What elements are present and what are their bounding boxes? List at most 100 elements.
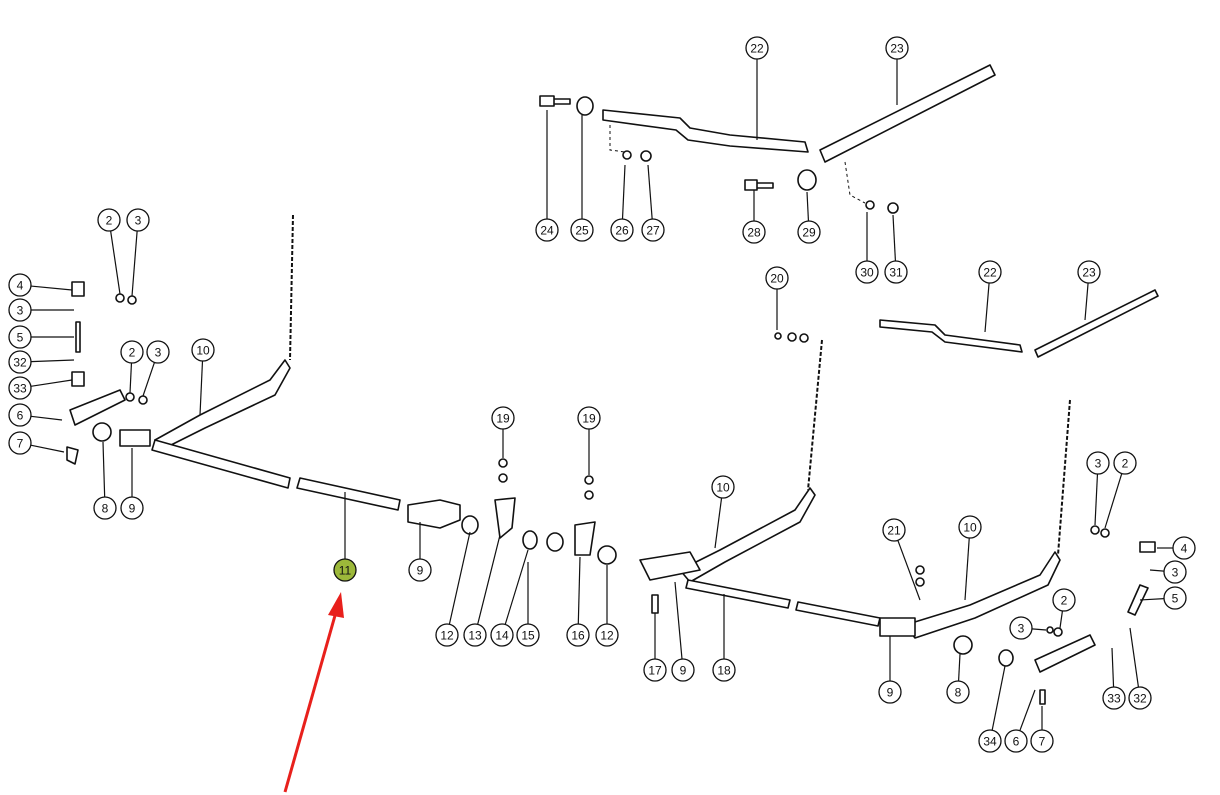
callout-6: 6 [8,403,63,427]
callout-8: 8 [93,441,117,520]
callout-28: 28 [742,190,766,244]
callout-3: 3 [126,208,150,297]
callout-circle [1163,560,1187,584]
callout-label: 4 [17,279,24,293]
callout-9: 9 [671,581,695,682]
callout-circle [463,623,487,647]
callout-3: 3 [142,340,170,397]
leader-line [1111,647,1115,688]
callout-circle [882,518,906,542]
callout-label: 15 [521,629,535,643]
callout-label: 26 [615,224,629,238]
callout-2: 2 [1052,588,1076,629]
callout-label: 18 [717,664,731,678]
callout-label: 23 [890,42,904,56]
callout-label: 5 [17,331,24,345]
parts-drawing [66,64,1159,705]
callout-circle [1113,451,1137,475]
callout-22: 22 [745,36,769,140]
callout-circle [8,350,32,374]
leader-line [647,164,653,220]
leader-line [714,497,723,549]
callout-circle [1009,616,1033,640]
leader-line [129,362,133,394]
callout-circle [566,623,590,647]
frame-10-right [904,551,1061,639]
callout-4: 4 [1157,536,1196,560]
callout-circle [711,475,735,499]
callout-32: 32 [8,350,75,374]
callout-circle [333,558,357,582]
chain-right [1057,399,1071,556]
leader-line [1019,689,1036,731]
callout-label: 10 [716,481,730,495]
callout-3: 3 [8,298,74,322]
callout-circle [491,406,515,430]
callout-label: 3 [1095,457,1102,471]
leader-line [1104,473,1123,529]
leader-line [131,230,138,297]
callout-19: 19 [491,406,515,458]
callout-label: 30 [860,266,874,280]
callout-2: 2 [97,208,121,295]
callout-7: 7 [1030,706,1054,753]
callout-16: 16 [566,556,590,647]
leader-line [1031,628,1047,631]
callout-10: 10 [191,338,215,416]
callout-23: 23 [1077,260,1101,321]
callout-label: 28 [747,226,761,240]
callout-circle [146,340,170,364]
leader-line [30,359,75,363]
callout-label: 12 [440,629,454,643]
callout-circle [126,208,150,232]
callout-circle [712,658,736,682]
leader-line [102,441,106,498]
callout-label: 24 [540,224,554,238]
callout-27: 27 [641,164,665,242]
callout-circle [1128,686,1152,710]
chain-left [289,214,294,361]
callout-12: 12 [595,565,619,647]
callout-circle [191,338,215,362]
chain-center [807,339,823,491]
bolt-24 [539,95,571,107]
callout-circle [8,273,32,297]
callout-18: 18 [712,594,736,682]
callout-label: 2 [106,214,113,228]
callout-label: 9 [680,664,687,678]
leader-line [964,537,970,601]
leader-line [577,556,581,625]
tube-11 [296,477,401,511]
callout-12: 12 [435,531,471,647]
callout-label: 22 [750,42,764,56]
callout-14: 14 [490,549,529,647]
callout-circle [120,496,144,520]
leader-line [984,282,990,333]
callout-11-highlighted: 11 [333,492,357,582]
callout-circle [855,260,879,284]
leader-line [142,362,156,397]
callout-21: 21 [882,518,921,601]
callout-circle [1004,729,1028,753]
callout-4: 4 [8,273,73,297]
leader-line [621,164,626,220]
callout-24: 24 [535,110,559,242]
leader-line [448,531,471,625]
callout-22: 22 [978,260,1002,333]
callout-label: 32 [1133,692,1147,706]
callout-circle [120,340,144,364]
callout-29: 29 [797,191,821,244]
callout-31: 31 [884,214,908,284]
callout-circle [878,680,902,704]
leader-line [30,379,73,387]
callout-label: 34 [983,735,997,749]
callout-8: 8 [946,653,970,704]
callout-19: 19 [577,406,601,475]
callout-2: 2 [1104,451,1137,529]
callout-circle [1030,729,1054,753]
callout-label: 4 [1181,542,1188,556]
callout-circle [577,406,601,430]
leader-line [674,581,683,660]
callout-3: 3 [1149,560,1187,584]
callout-circle [8,431,32,455]
